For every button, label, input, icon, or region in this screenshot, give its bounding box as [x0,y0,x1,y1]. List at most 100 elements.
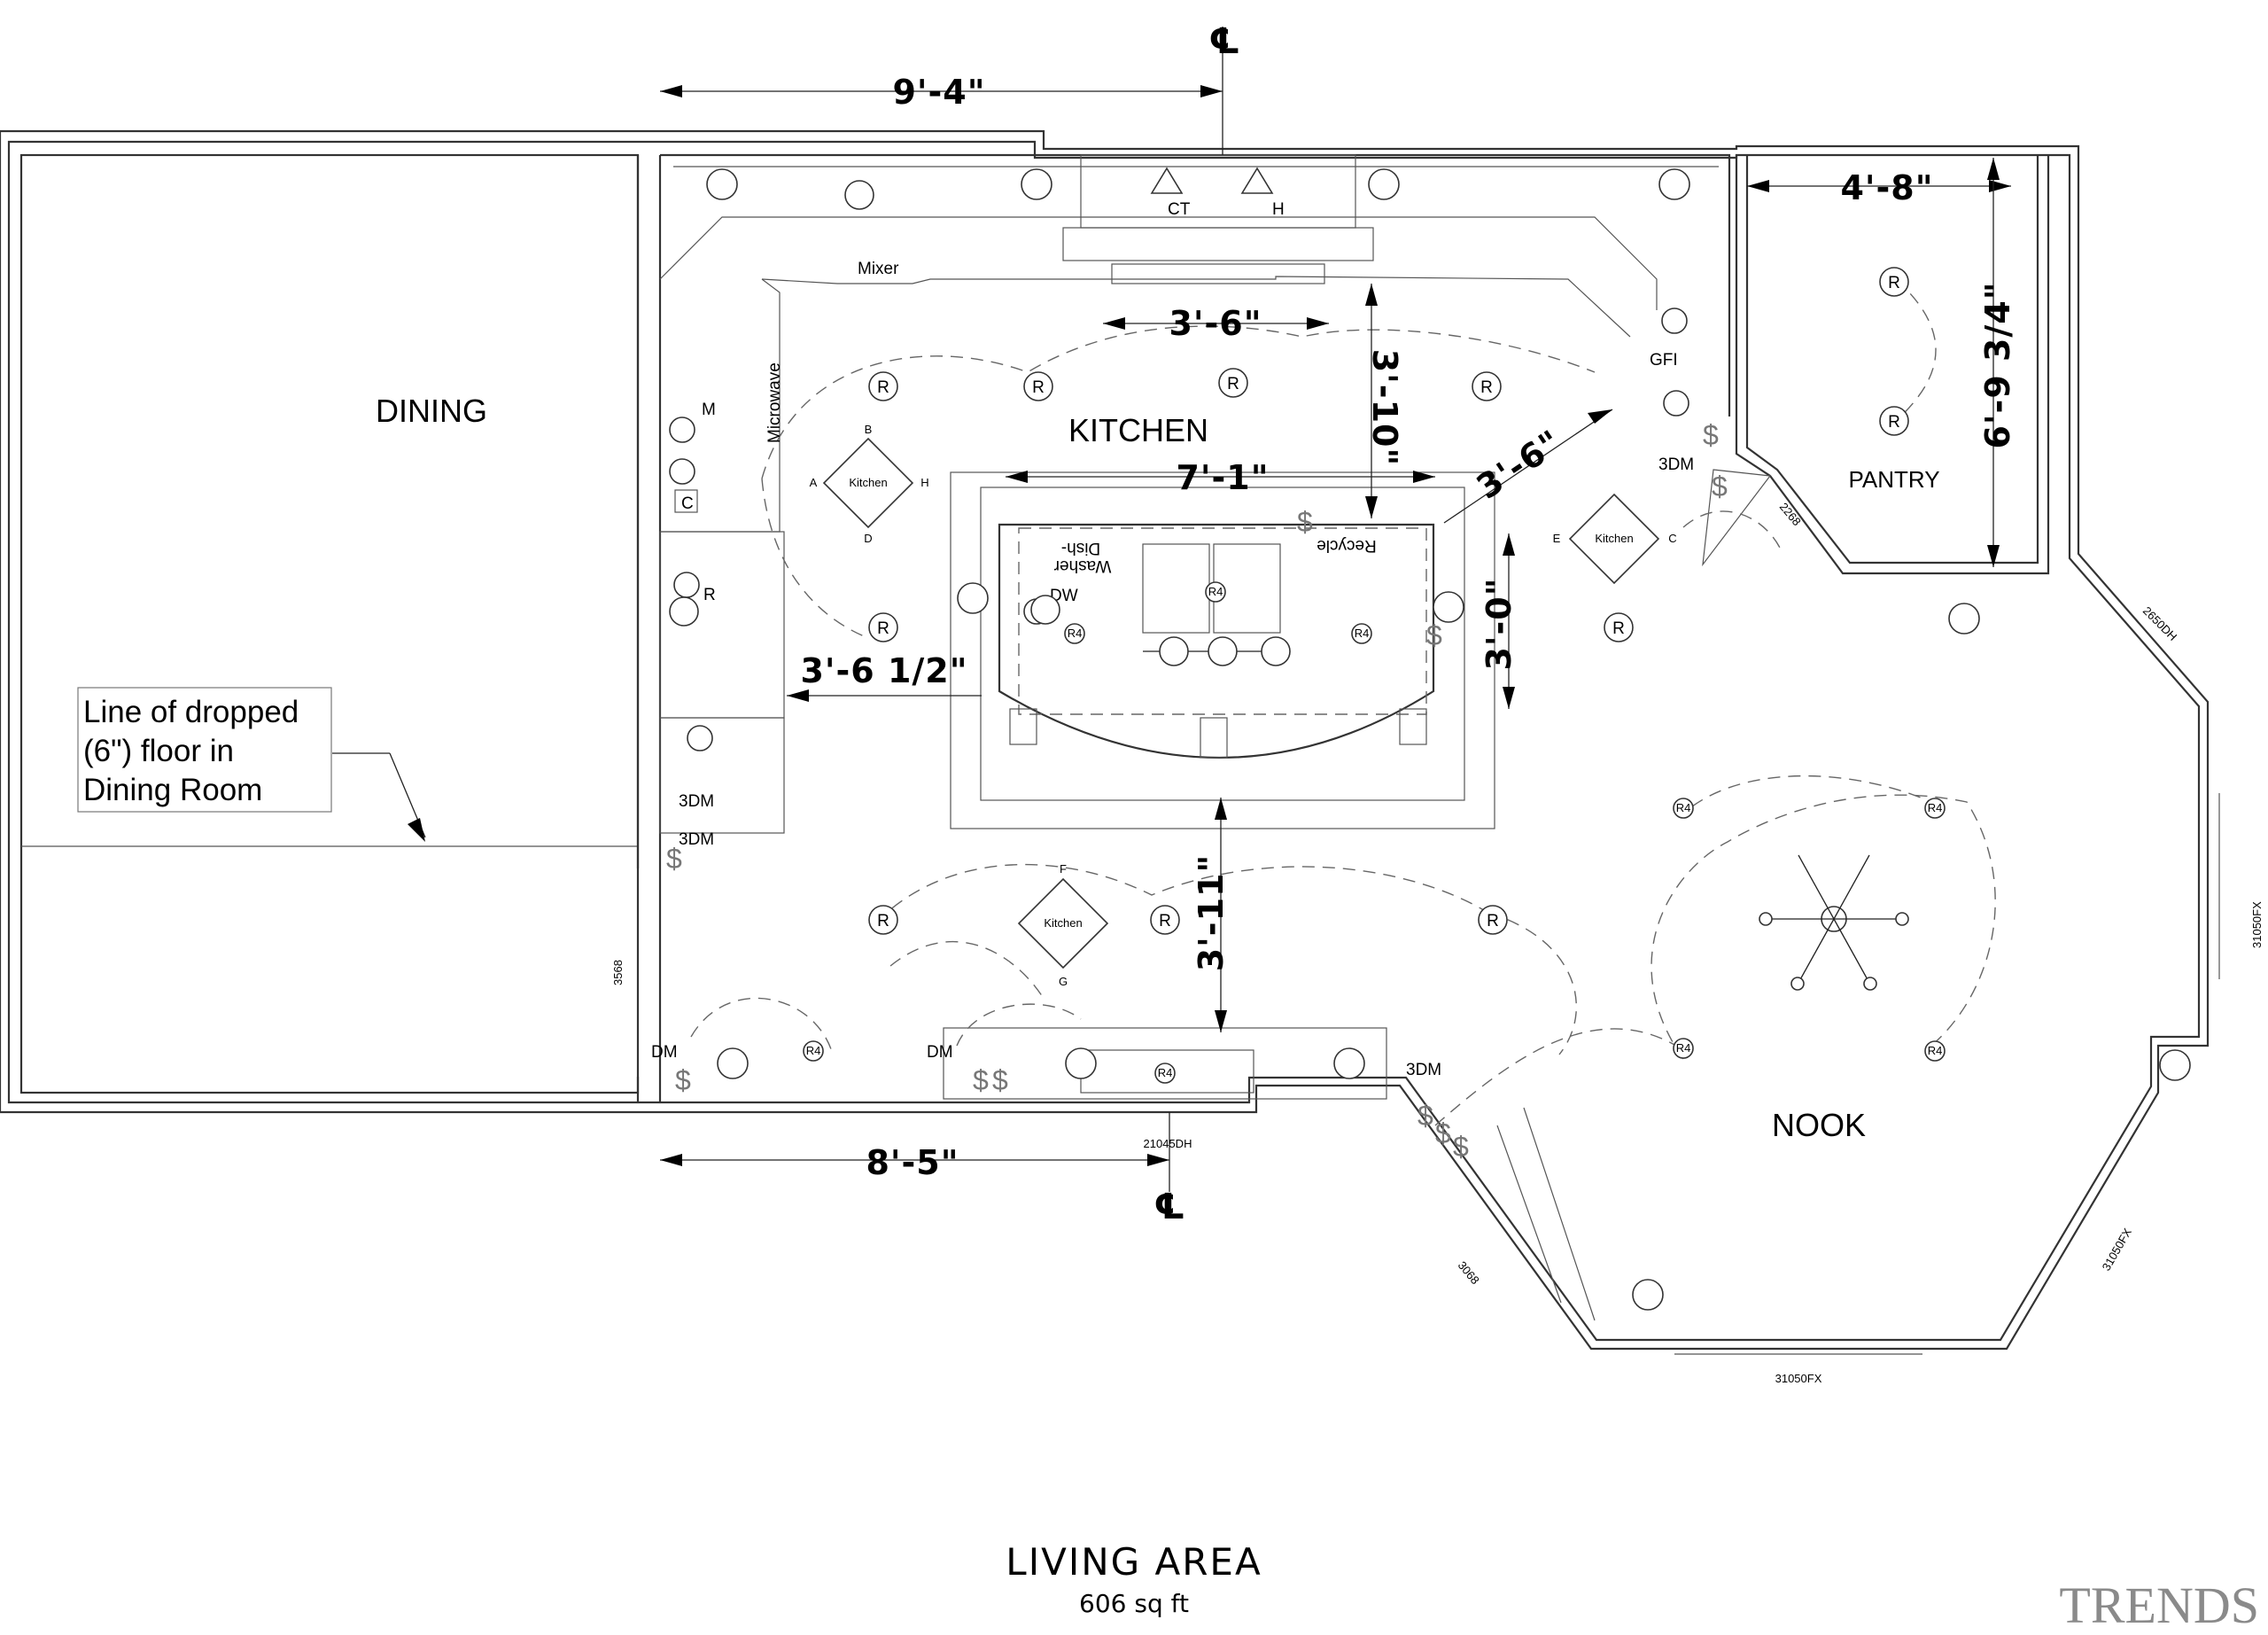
svg-text:R4: R4 [1158,1066,1173,1079]
appliance-labels: CT H Mixer Microwave M C R DW Dish- Wash… [669,167,1678,627]
r4-light: R4 [1351,623,1372,644]
r4-light: R4 [1673,1038,1694,1059]
window-kitchen-label: 21045DH [1144,1137,1192,1150]
dimension-lines [332,27,2011,1192]
switch-symbol: $ [675,1064,691,1096]
caption-area: 606 sq ft [1079,1589,1189,1618]
recessed-light: R [1218,368,1248,398]
svg-text:R: R [877,912,889,930]
r4-light: R4 [1154,1063,1176,1084]
recessed-light: R [1023,371,1053,401]
svg-text:R4: R4 [1355,627,1370,640]
switch-dm-bottom: DM [927,1043,953,1062]
note-line-3: Dining Room [83,773,262,807]
svg-text:R: R [877,619,889,638]
svg-text:F: F [1060,862,1067,876]
kitchen-pendant-fixture: Kitchen B A H D [810,423,929,545]
room-label-kitchen: KITCHEN [1068,412,1208,448]
dimension-island-width: 7'-1" [1176,458,1269,497]
switch-dm-left: DM [651,1043,678,1062]
chandelier-icon [1759,854,1909,991]
r4-light: R4 [1064,623,1085,644]
switch-labels: 3DM 3DM 3DM DM DM 3DM $ $ $ $ $ $ $ $ $ … [651,419,1728,1163]
dishwasher-text-2: Washer [1053,557,1111,575]
recessed-light: R [868,371,898,401]
svg-text:E: E [1553,532,1561,545]
kitchen-island [950,471,1495,829]
svg-text:R4: R4 [1208,585,1223,598]
fixture-circles [669,168,2191,1311]
svg-text:Kitchen: Kitchen [849,476,887,489]
switch-3dm-pantry: 3DM [1658,455,1694,474]
recessed-light: R [1478,905,1508,935]
c-label: C [681,494,694,513]
dimension-diag-clearance: 3'-6" [1470,423,1569,507]
svg-text:C: C [1668,532,1676,545]
r4-light: R4 [803,1040,824,1062]
centerline-mark-top: ℄ [1208,21,1240,62]
recessed-light: R [1150,905,1180,935]
window-right-label: 31050FX [2250,901,2264,948]
note-line-1: Line of dropped [83,695,299,729]
svg-text:G: G [1059,975,1068,988]
cooktop-label: CT [1168,200,1191,219]
svg-text:R: R [1612,619,1625,638]
dropped-floor-note: Line of dropped (6") floor in Dining Roo… [77,687,332,813]
svg-text:R: R [1888,413,1900,432]
trends-watermark: TRENDS [2059,1577,2259,1634]
kitchen-pendant-fixture: Kitchen F G [1017,862,1109,988]
electrical-wiring [690,278,1996,1126]
recessed-light: R [868,905,898,935]
recessed-light: R [1472,371,1502,401]
svg-text:D: D [864,532,872,545]
svg-text:R4: R4 [1068,627,1083,640]
room-label-dining: DINING [376,393,487,429]
dimension-kitchen-depth: 3'-10" [1365,349,1404,467]
recycle-label: Recycle [1317,536,1377,555]
switch-symbol: $ [1703,419,1719,451]
r4-light: R4 [1924,1040,1946,1062]
dishwasher-text-1: Dish- [1061,539,1100,557]
dimension-pantry-width: 4'-8" [1840,168,1933,207]
dimension-top-width: 9'-4" [892,73,985,112]
svg-text:R4: R4 [1676,801,1691,814]
svg-text:R: R [1888,274,1900,292]
window-bottom-label: 31050FX [1775,1372,1822,1385]
svg-text:R4: R4 [806,1044,821,1057]
svg-text:R: R [1159,912,1171,930]
door-dining-label: 3568 [611,960,625,985]
exterior-walls [0,129,2210,1351]
svg-text:R4: R4 [1928,801,1943,814]
svg-text:Kitchen: Kitchen [1044,916,1082,930]
switch-symbol: $ [1297,506,1313,538]
recessed-light: R [1604,612,1634,642]
svg-text:R4: R4 [1928,1044,1943,1057]
switch-symbol: $ [1435,1117,1451,1149]
door-nook-label: 3068 [1456,1258,1482,1287]
window-lower-right-label: 31050FX [2100,1226,2135,1273]
dimension-pantry-depth: 6'-9 3/4" [1978,281,2017,448]
recessed-light: R [868,612,898,642]
svg-text:Kitchen: Kitchen [1595,532,1633,545]
dimension-counter-gap: 3'-6" [1169,304,1262,343]
svg-text:R: R [1227,375,1239,393]
recessed-light: R [1879,406,1909,436]
svg-text:R4: R4 [1676,1041,1691,1055]
nook-bay [1496,793,2220,1355]
hood-label: H [1272,200,1285,219]
m-label: M [702,401,716,419]
mixer-label: Mixer [858,260,899,278]
svg-text:H: H [920,476,928,489]
switch-3dm-dining-1: 3DM [679,792,714,811]
room-label-nook: NOOK [1772,1107,1866,1143]
window-nook-upper-label: 2650DH [2140,604,2179,643]
room-label-pantry: PANTRY [1848,466,1939,493]
switch-symbol: $ [992,1064,1008,1096]
switch-symbol: $ [1426,619,1442,651]
r4-lights: R4 R4 R4 R4 R4 R4 R4 R4 R4 [803,581,1946,1084]
recessed-lights: R R R R R R R R R R R [868,267,1909,935]
svg-text:R: R [1487,912,1499,930]
svg-text:R: R [1480,378,1493,397]
dimension-bottom-width: 8'-5" [866,1143,959,1182]
